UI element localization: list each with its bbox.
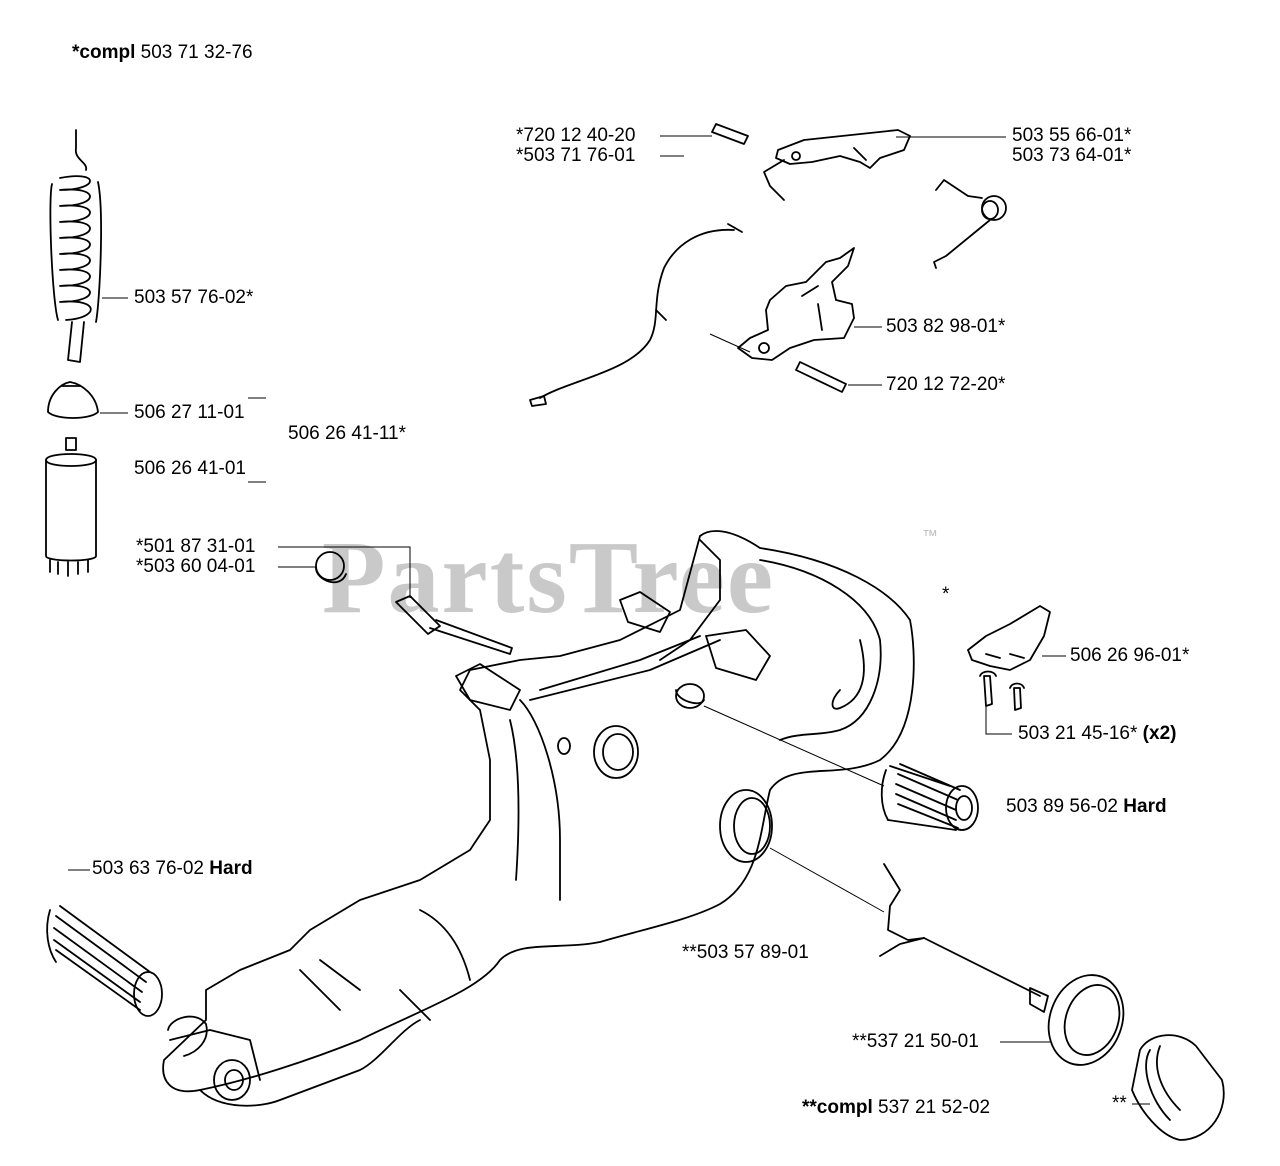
part-label-537-21-52-02: **compl 537 21 52-02 (802, 1097, 991, 1118)
part-label-503-63-76-02: 503 63 76-02 Hard (92, 858, 253, 879)
leader-lines (68, 135, 1150, 1105)
part-label-503-21-45-16: 503 21 45-16* (x2) (1018, 723, 1177, 744)
part-label-506-26-41-01: 506 26 41-01 (134, 458, 246, 479)
part-label-503-57-76-02: 503 57 76-02* (134, 287, 254, 308)
part-label-503-73-64-01: 503 73 64-01* (1012, 145, 1132, 166)
seal-ring (1047, 974, 1125, 1066)
fuel-hose-spring (49, 129, 102, 363)
part-label-503-89-56-02: 503 89 56-02 Hard (1006, 796, 1167, 817)
part-label-506-26-41-11: 506 26 41-11* (288, 423, 406, 444)
rear-handle-tank (162, 530, 915, 1107)
part-label-501-87-31-01: *501 87 31-01 (136, 536, 256, 557)
double-asterisk-mark: ** (1112, 1093, 1127, 1114)
part-label-503-60-04-01: *503 60 04-01 (136, 556, 256, 577)
part-label-506-27-11-01: 506 27 11-01 (134, 402, 245, 423)
part-label-503-55-66-01: 503 55 66-01* (1012, 125, 1132, 146)
filter-cap (47, 381, 99, 419)
throttle-trigger (737, 247, 855, 393)
throttle-lockout (711, 123, 911, 201)
part-label-503-57-89-01: **503 57 89-01 (682, 942, 809, 963)
screws (979, 670, 1025, 711)
part-label-537-21-50-01: **537 21 50-01 (852, 1031, 979, 1052)
handle-plate (967, 605, 1051, 671)
part-label-720-12-72-20: 720 12 72-20* (886, 374, 1006, 395)
watermark: PartsTree (322, 520, 776, 635)
throttle-cable (529, 223, 743, 407)
part-label-506-26-96-01: 506 26 96-01* (1070, 645, 1190, 666)
av-spring-right (880, 763, 979, 831)
fuel-cap (1131, 1034, 1225, 1141)
part-label-720-12-40-20: *720 12 40-20 (516, 125, 636, 146)
torsion-spring (933, 179, 1007, 269)
av-spring-left (46, 905, 208, 1057)
header-label: *compl 503 71 32-76 (72, 42, 253, 63)
asterisk-mark: * (942, 584, 950, 605)
fuel-filter (45, 437, 97, 577)
breather-valve (315, 551, 513, 655)
part-label-503-71-76-01: *503 71 76-01 (516, 145, 636, 166)
part-label-503-82-98-01: 503 82 98-01* (886, 316, 1006, 337)
fuel-pickup (879, 863, 1049, 1013)
trademark-mark: ™ (922, 528, 938, 545)
